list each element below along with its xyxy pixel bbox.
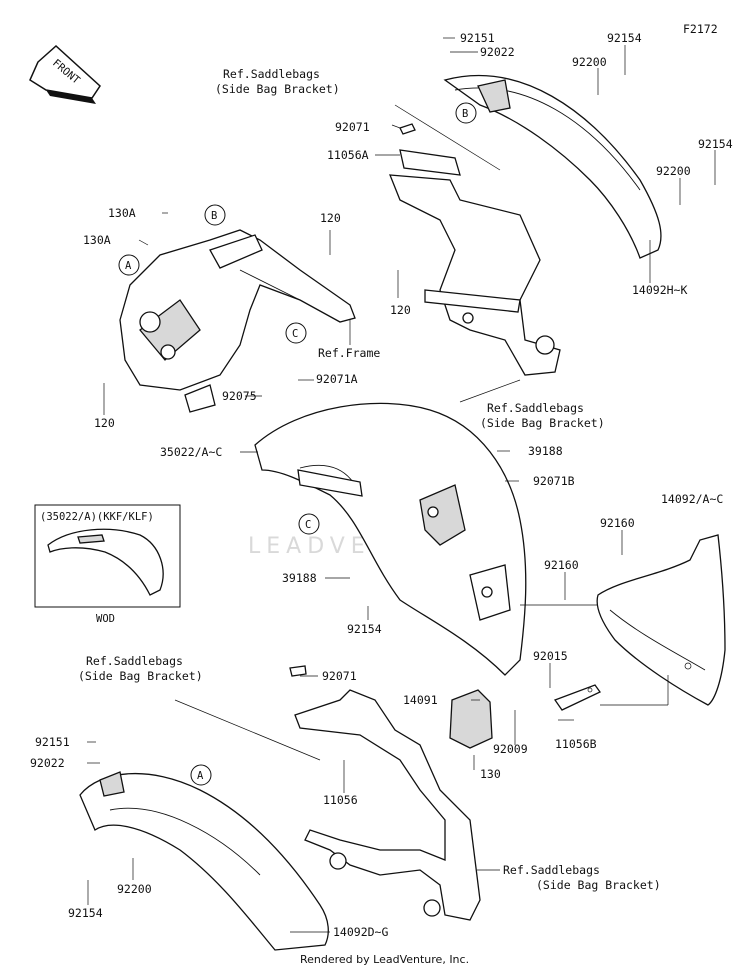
label-ref-saddlebags-bottom: Ref.Saddlebags — [503, 863, 600, 877]
label-92022-low: 92022 — [30, 756, 65, 770]
wod-title: (35022/A)(KKF/KLF) — [40, 511, 154, 523]
label-14092HK: 14092H~K — [632, 283, 687, 297]
svg-text:C: C — [305, 519, 311, 531]
callout-A-lower: A — [190, 764, 212, 786]
label-side-bag-bracket-bottom: (Side Bag Bracket) — [536, 878, 661, 892]
callout-C-lower: C — [298, 513, 320, 535]
lower-saddlebag-bracket — [289, 665, 481, 921]
label-130: 130 — [480, 767, 501, 781]
callout-B-top: B — [455, 102, 477, 124]
label-92154-top: 92154 — [607, 31, 642, 45]
label-92071B: 92071B — [533, 474, 575, 488]
right-side-guard-14092AC — [596, 534, 726, 706]
label-35022: 35022/A~C — [160, 445, 222, 459]
label-92200-low: 92200 — [117, 882, 152, 896]
label-14091: 14091 — [403, 693, 438, 707]
label-11056A: 11056A — [327, 148, 369, 162]
label-120-a: 120 — [320, 211, 341, 225]
upper-saddlebag-bracket — [389, 123, 561, 376]
label-11056B: 11056B — [555, 737, 597, 751]
svg-text:C: C — [292, 328, 298, 340]
label-92151-top: 92151 — [460, 31, 495, 45]
upper-side-guard-14092HK — [443, 75, 662, 259]
label-ref-saddlebags-top: Ref.Saddlebags — [223, 67, 320, 81]
label-92160-b: 92160 — [544, 558, 579, 572]
svg-text:B: B — [211, 210, 217, 222]
label-92009: 92009 — [493, 742, 528, 756]
label-92154-right: 92154 — [698, 137, 733, 151]
label-92071-low: 92071 — [322, 669, 357, 683]
label-92015: 92015 — [533, 649, 568, 663]
label-14092DG: 14092D~G — [333, 925, 388, 939]
front-arrow-icon: FRONT — [29, 44, 101, 104]
label-130A-2: 130A — [83, 233, 111, 247]
label-92071A: 92071A — [316, 372, 358, 386]
label-ref-frame: Ref.Frame — [318, 346, 380, 360]
label-side-bag-bracket-top: (Side Bag Bracket) — [215, 82, 340, 96]
label-92075: 92075 — [222, 389, 257, 403]
svg-text:A: A — [197, 770, 204, 782]
svg-text:A: A — [125, 260, 132, 272]
label-120-c: 120 — [94, 416, 115, 430]
label-120-b: 120 — [390, 303, 411, 317]
label-11056: 11056 — [323, 793, 358, 807]
wod-caption: WOD — [96, 613, 115, 625]
label-92154-mid: 92154 — [347, 622, 382, 636]
bracket-14091 — [449, 689, 493, 749]
label-side-bag-bracket-mid: (Side Bag Bracket) — [480, 416, 605, 430]
label-92160-a: 92160 — [600, 516, 635, 530]
lower-side-guard-14092DG — [79, 771, 329, 951]
label-14092AC: 14092/A~C — [661, 492, 723, 506]
label-92071: 92071 — [335, 120, 370, 134]
diagram-code: F2172 — [683, 22, 718, 36]
label-ref-saddlebags-low: Ref.Saddlebags — [86, 654, 183, 668]
label-130A-1: 130A — [108, 206, 136, 220]
callout-B-left: B — [204, 204, 226, 226]
label-92151-low: 92151 — [35, 735, 70, 749]
leader-lines — [87, 37, 716, 933]
label-39188-a: 39188 — [528, 444, 563, 458]
callout-C-upper: C — [285, 322, 307, 344]
callout-A-top: A — [118, 254, 140, 276]
credit-text: Rendered by LeadVenture, Inc. — [300, 953, 469, 966]
label-ref-saddlebags-mid: Ref.Saddlebags — [487, 401, 584, 415]
label-92154-low: 92154 — [68, 906, 103, 920]
label-side-bag-bracket-low: (Side Bag Bracket) — [78, 669, 203, 683]
wod-inset: (35022/A)(KKF/KLF) WOD — [34, 504, 181, 625]
label-92200-top: 92200 — [572, 55, 607, 69]
svg-text:B: B — [462, 108, 468, 120]
label-39188-b: 39188 — [282, 571, 317, 585]
label-92022-top: 92022 — [480, 45, 515, 59]
rear-fender-35022 — [254, 402, 527, 676]
rear-frame-assembly — [119, 229, 356, 413]
label-92200-right: 92200 — [656, 164, 691, 178]
plate-11056B — [553, 684, 601, 711]
